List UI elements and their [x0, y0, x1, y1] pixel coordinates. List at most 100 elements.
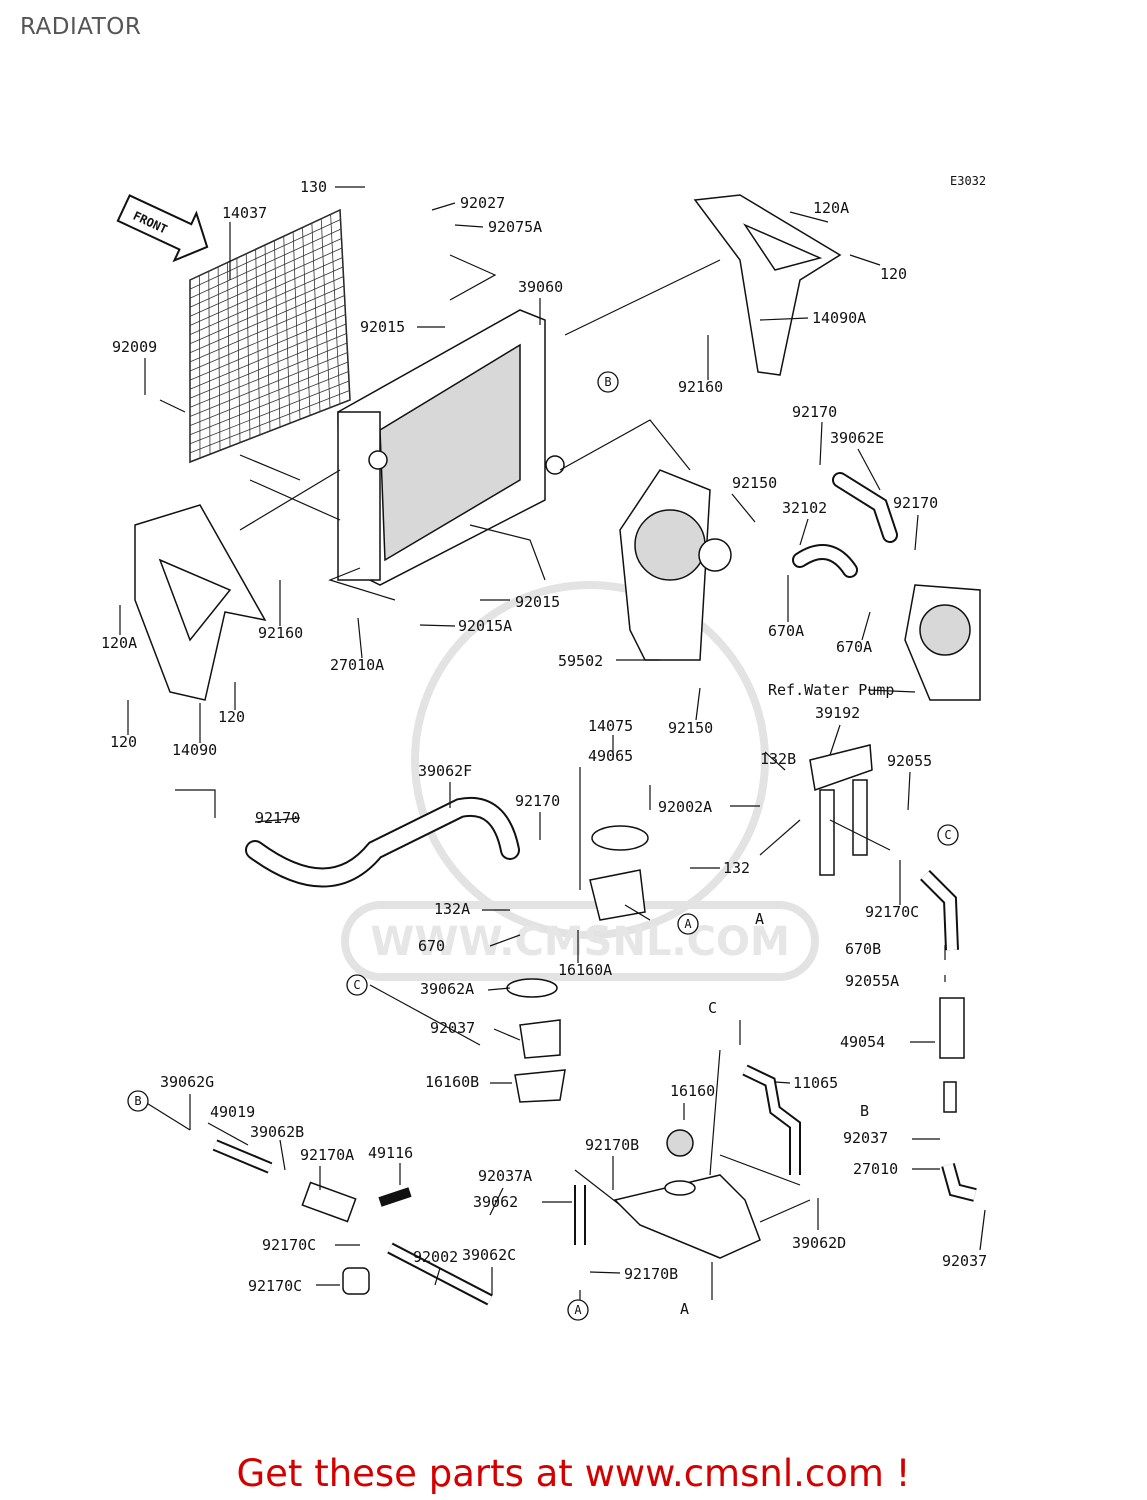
part-label[interactable]: 92037A — [478, 1167, 532, 1185]
part-label[interactable]: 92015 — [515, 593, 560, 611]
bracket-right — [693, 194, 842, 376]
leader-line — [829, 724, 841, 756]
part-label[interactable]: 92015A — [458, 617, 512, 635]
leader-line — [764, 751, 786, 771]
part-label[interactable]: 39062 — [473, 1193, 518, 1211]
part-label[interactable]: 92002A — [658, 798, 712, 816]
part-label[interactable]: 32102 — [782, 499, 827, 517]
part-label[interactable]: 49054 — [840, 1033, 885, 1051]
leader-line — [867, 689, 916, 693]
leader-line — [907, 771, 911, 811]
leader-line — [419, 624, 456, 627]
part-label[interactable]: 132B — [760, 750, 796, 768]
leader-line — [709, 1049, 721, 1176]
part-label[interactable]: A — [755, 910, 764, 928]
part-label[interactable]: 92150 — [668, 719, 713, 737]
part-label[interactable]: 92027 — [460, 194, 505, 212]
part-label[interactable]: A — [680, 1300, 689, 1318]
reference-circle — [346, 974, 368, 996]
part-label[interactable]: 92037 — [843, 1129, 888, 1147]
part-label[interactable]: 27010A — [330, 656, 384, 674]
part-label[interactable]: 92160 — [678, 378, 723, 396]
reference-circle — [597, 371, 619, 393]
part-label[interactable]: 120A — [101, 634, 137, 652]
part-label[interactable]: 130 — [300, 178, 327, 196]
part-label[interactable]: 670A — [836, 638, 872, 656]
part-label[interactable]: 49065 — [588, 747, 633, 765]
radiator-core — [337, 309, 565, 586]
part-label[interactable]: 120 — [110, 733, 137, 751]
part-label[interactable]: 39062C — [462, 1246, 516, 1264]
diagram-code: E3032 — [950, 174, 986, 188]
part-label[interactable]: 39062F — [418, 762, 472, 780]
part-label[interactable]: 92170 — [792, 403, 837, 421]
part-label[interactable]: 92170B — [585, 1136, 639, 1154]
reference-circle — [127, 1090, 149, 1112]
leader-line — [857, 448, 881, 491]
page-title: RADIATOR — [20, 14, 142, 40]
part-label[interactable]: 92037 — [430, 1019, 475, 1037]
part-label[interactable]: 39060 — [518, 278, 563, 296]
part-label[interactable]: 670 — [418, 937, 445, 955]
part-label[interactable]: 670A — [768, 622, 804, 640]
part-label[interactable]: 14090 — [172, 741, 217, 759]
leader-line — [731, 493, 756, 523]
part-label[interactable]: 132A — [434, 900, 470, 918]
part-label[interactable]: 11065 — [793, 1074, 838, 1092]
part-label[interactable]: C — [708, 999, 717, 1017]
part-label[interactable]: 39192 — [815, 704, 860, 722]
part-label[interactable]: 14037 — [222, 204, 267, 222]
part-label[interactable]: 92055A — [845, 972, 899, 990]
part-label[interactable]: 59502 — [558, 652, 603, 670]
part-label[interactable]: 92170 — [515, 792, 560, 810]
leader-line — [239, 469, 341, 531]
part-label[interactable]: 92170B — [624, 1265, 678, 1283]
part-label[interactable]: 92170C — [262, 1236, 316, 1254]
part-label[interactable]: 92170C — [248, 1277, 302, 1295]
water-pump-ref — [904, 584, 981, 701]
leader-line — [328, 567, 396, 601]
water-pump-cover — [619, 469, 732, 661]
part-label[interactable]: 92009 — [112, 338, 157, 356]
part-label[interactable]: 14090A — [812, 309, 866, 327]
part-label[interactable]: 39062A — [420, 980, 474, 998]
part-label[interactable]: 16160 — [670, 1082, 715, 1100]
part-label[interactable]: B — [860, 1102, 869, 1120]
leader-line — [357, 617, 363, 659]
leader-line — [589, 1271, 621, 1274]
promo-text[interactable]: Get these parts at www.cmsnl.com ! — [236, 1452, 911, 1495]
part-label[interactable]: 92055 — [887, 752, 932, 770]
part-label[interactable]: 120 — [880, 265, 907, 283]
hose-assembly-bottom-left — [212, 1139, 493, 1306]
part-label[interactable]: 49116 — [368, 1144, 413, 1162]
part-label[interactable]: 92170 — [255, 809, 300, 827]
part-label[interactable]: 39062E — [830, 429, 884, 447]
part-label[interactable]: 16160A — [558, 961, 612, 979]
part-label[interactable]: 92160 — [258, 624, 303, 642]
part-label[interactable]: 92170C — [865, 903, 919, 921]
part-label[interactable]: 92170A — [300, 1146, 354, 1164]
part-label[interactable]: 132 — [723, 859, 750, 877]
part-label[interactable]: 120 — [218, 708, 245, 726]
thermostat-housing — [506, 825, 649, 1103]
part-label[interactable]: 92015 — [360, 318, 405, 336]
part-label[interactable]: 670B — [845, 940, 881, 958]
part-label[interactable]: 92170 — [893, 494, 938, 512]
part-label[interactable]: 39062B — [250, 1123, 304, 1141]
leader-line — [819, 421, 823, 466]
part-label[interactable]: 92075A — [488, 218, 542, 236]
part-label[interactable]: 92037 — [942, 1252, 987, 1270]
part-label[interactable]: 39062G — [160, 1073, 214, 1091]
part-label[interactable]: 120A — [813, 199, 849, 217]
part-label[interactable]: 16160B — [425, 1073, 479, 1091]
part-label[interactable]: 92002 — [413, 1248, 458, 1266]
part-label[interactable]: 49019 — [210, 1103, 255, 1121]
part-label[interactable]: 27010 — [853, 1160, 898, 1178]
leader-line — [979, 1209, 986, 1251]
part-label[interactable]: Ref.Water Pump — [768, 681, 894, 699]
reference-circle — [937, 824, 959, 846]
part-label[interactable]: 92150 — [732, 474, 777, 492]
reference-letter: C — [353, 978, 360, 992]
part-label[interactable]: 39062D — [792, 1234, 846, 1252]
part-label[interactable]: 14075 — [588, 717, 633, 735]
